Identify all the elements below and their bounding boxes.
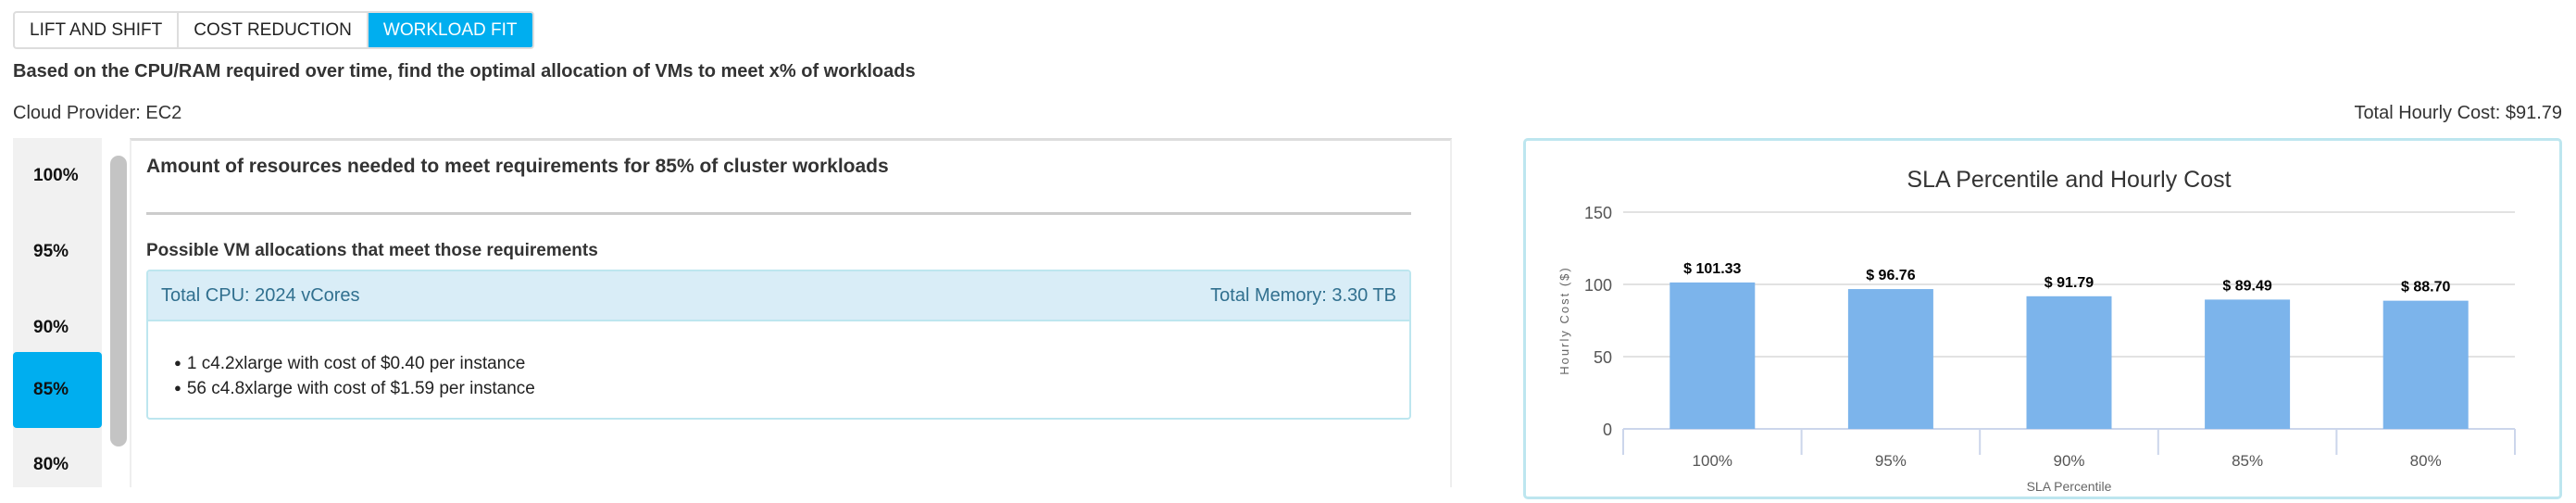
percentile-list: 100% 95% 90% 85% 80% [13, 138, 102, 487]
chart-title: SLA Percentile and Hourly Cost [1907, 167, 2231, 193]
tab-cost-reduction[interactable]: COST REDUCTION [179, 13, 369, 47]
bar [2205, 299, 2291, 429]
y-tick-label: 50 [1594, 348, 1612, 367]
allocation-list: 1 c4.2xlarge with cost of $0.40 per inst… [148, 321, 1409, 401]
page-description: Based on the CPU/RAM required over time,… [13, 61, 916, 82]
bar [1847, 289, 1933, 429]
percentile-item-95[interactable]: 95% [33, 242, 69, 261]
list-item: 56 c4.8xlarge with cost of $1.59 per ins… [174, 376, 1409, 401]
x-tick-label: 80% [2410, 452, 2442, 470]
percentile-item-100[interactable]: 100% [33, 166, 79, 185]
data-label: $ 91.79 [2045, 275, 2094, 291]
data-label: $ 89.49 [2222, 278, 2271, 294]
y-tick-label: 100 [1584, 276, 1612, 295]
bar [2026, 296, 2112, 429]
data-label: $ 96.76 [1866, 268, 1915, 283]
y-tick-label: 150 [1584, 204, 1612, 222]
cloud-provider: Cloud Provider: EC2 [13, 103, 182, 123]
y-tick-label: 0 [1603, 421, 1612, 439]
percentile-item-85[interactable]: 85% [13, 352, 102, 428]
allocation-panel: Total CPU: 2024 vCores Total Memory: 3.3… [146, 270, 1411, 420]
data-label: $ 88.70 [2401, 280, 2450, 296]
percentile-item-90[interactable]: 90% [33, 318, 69, 337]
bar [1669, 282, 1756, 429]
x-tick-label: 90% [2053, 452, 2084, 470]
y-axis-label: Hourly Cost ($) [1557, 266, 1571, 374]
percentile-item-80[interactable]: 80% [33, 455, 69, 474]
list-item: 1 c4.2xlarge with cost of $0.40 per inst… [174, 351, 1409, 376]
allocation-panel-header: Total CPU: 2024 vCores Total Memory: 3.3… [148, 271, 1409, 321]
data-label: $ 101.33 [1683, 261, 1741, 277]
bar [2382, 300, 2469, 429]
x-axis-label: SLA Percentile [2027, 479, 2112, 494]
tab-bar: LIFT AND SHIFT COST REDUCTION WORKLOAD F… [13, 11, 534, 49]
total-cpu: Total CPU: 2024 vCores [161, 284, 360, 306]
tab-lift-and-shift[interactable]: LIFT AND SHIFT [15, 13, 180, 47]
divider [146, 212, 1411, 215]
x-tick-label: 100% [1693, 452, 1732, 470]
total-memory: Total Memory: 3.30 TB [1210, 284, 1396, 306]
resources-card [130, 138, 1452, 487]
tab-workload-fit[interactable]: WORKLOAD FIT [368, 13, 532, 47]
x-tick-label: 85% [2232, 452, 2263, 470]
scrollbar[interactable] [110, 156, 127, 446]
x-tick-label: 95% [1875, 452, 1907, 470]
total-hourly-cost: Total Hourly Cost: $91.79 [2354, 103, 2562, 123]
sla-cost-chart: SLA Percentile and Hourly Cost 0 50 100 150H… [1557, 167, 2516, 494]
resources-heading: Amount of resources needed to meet requi… [146, 156, 889, 177]
allocations-heading: Possible VM allocations that meet those … [146, 241, 598, 260]
